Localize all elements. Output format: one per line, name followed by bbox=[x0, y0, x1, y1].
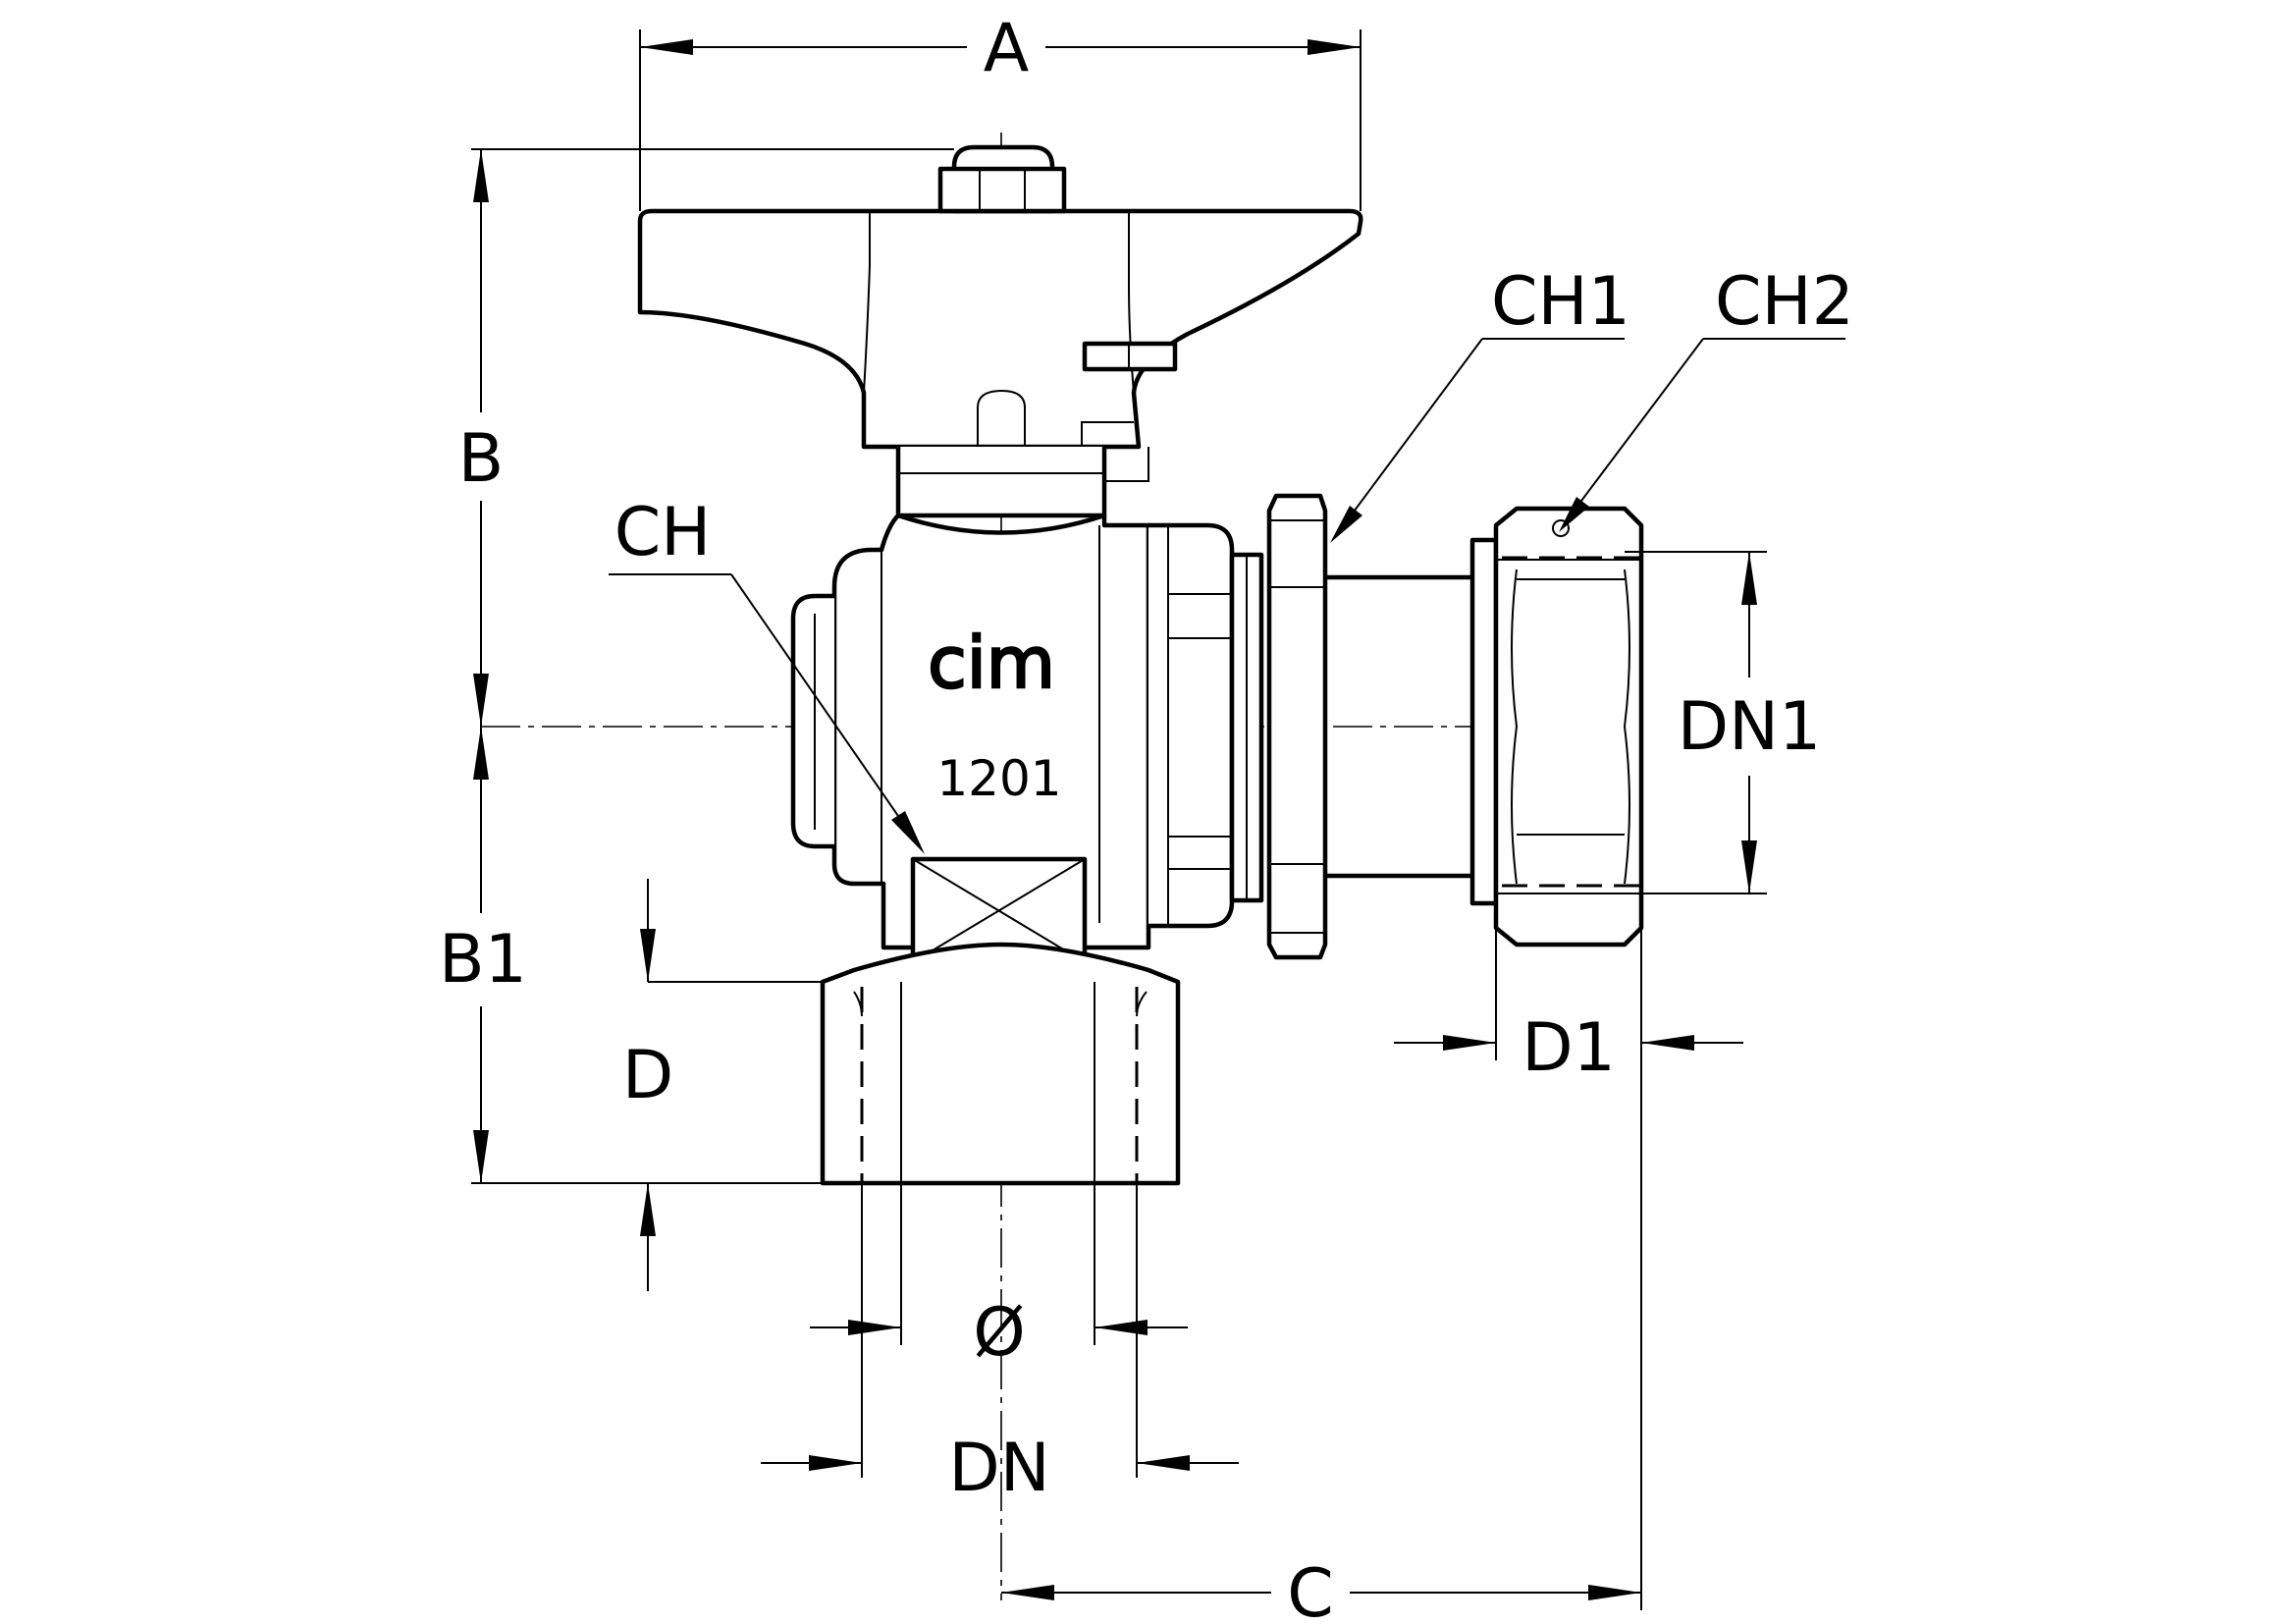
brand-mark: cim bbox=[928, 622, 1055, 704]
connecting-tube bbox=[1325, 574, 1472, 879]
label-dn1: DN1 bbox=[1678, 688, 1822, 766]
label-d: D bbox=[622, 1037, 673, 1114]
bottom-port bbox=[820, 942, 1181, 1186]
label-ch: CH bbox=[614, 494, 712, 571]
outlet-hex bbox=[1148, 522, 1264, 929]
dimension-a: A bbox=[639, 10, 1362, 211]
handle-nut bbox=[937, 144, 1067, 214]
dimension-b: B bbox=[458, 148, 954, 727]
label-d1: D1 bbox=[1522, 1009, 1616, 1087]
label-c: C bbox=[1287, 1555, 1333, 1624]
leader-ch1: CH1 bbox=[1330, 263, 1630, 543]
dimension-d: D bbox=[622, 879, 823, 1291]
dimension-dn1: DN1 bbox=[1625, 551, 1822, 894]
compression-nut-ch2 bbox=[1469, 506, 1644, 947]
handle bbox=[637, 208, 1363, 482]
leader-ch: CH bbox=[609, 494, 925, 854]
label-ch1: CH1 bbox=[1491, 263, 1630, 341]
label-b: B bbox=[458, 420, 505, 498]
label-a: A bbox=[984, 10, 1030, 87]
valve-stem bbox=[895, 447, 1107, 518]
label-dn: DN bbox=[948, 1430, 1049, 1507]
label-diameter: Ø bbox=[973, 1294, 1026, 1372]
dimension-b1: B1 bbox=[439, 727, 823, 1184]
dimension-d1: D1 bbox=[1394, 903, 1743, 1087]
dimension-c: C bbox=[1001, 928, 1642, 1624]
lock-nut-ch1 bbox=[1266, 493, 1328, 960]
dimension-diameter: Ø bbox=[810, 1183, 1188, 1372]
dimension-dn: DN bbox=[761, 1183, 1239, 1507]
leader-ch2: CH2 bbox=[1559, 263, 1854, 532]
label-b1: B1 bbox=[439, 921, 527, 999]
model-number: 1201 bbox=[936, 750, 1061, 807]
label-ch2: CH2 bbox=[1715, 263, 1854, 341]
